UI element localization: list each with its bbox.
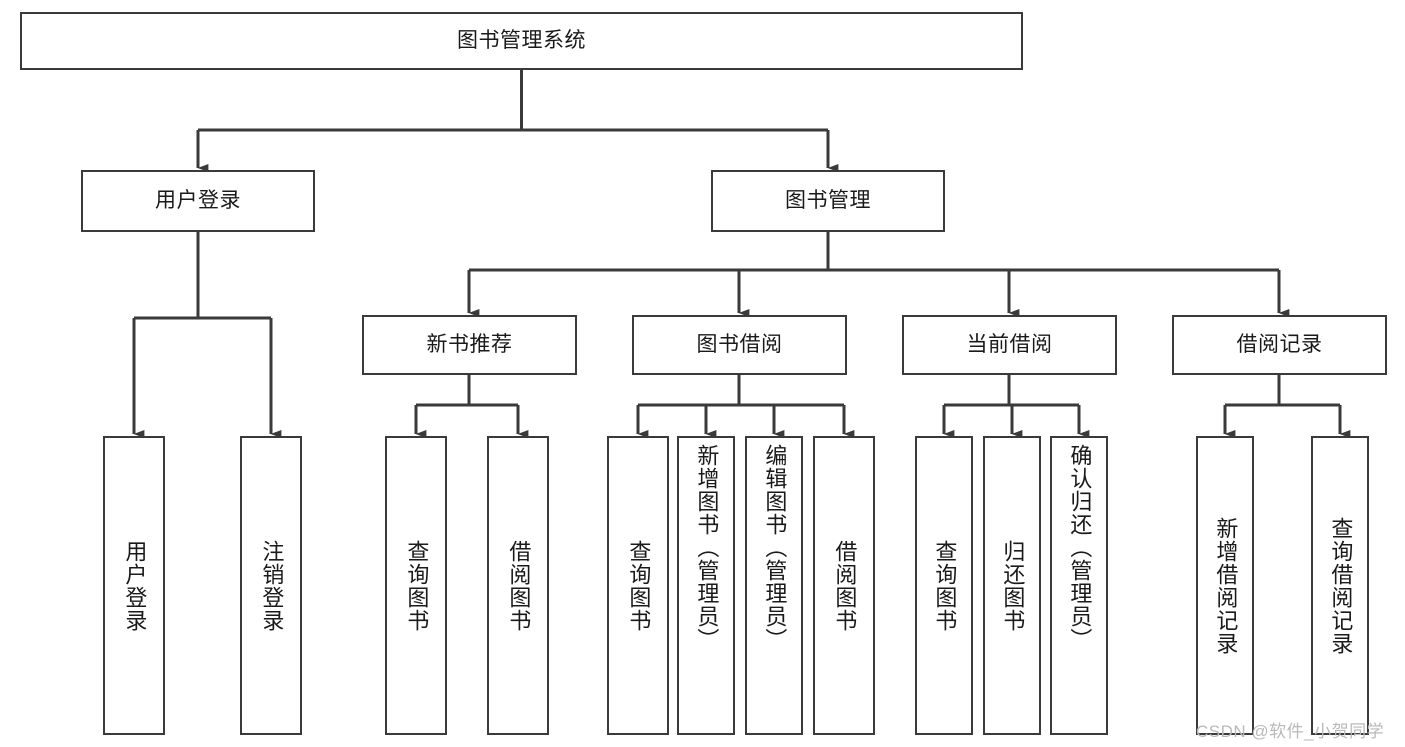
- node-book-borrow-label: 图书借阅: [696, 333, 783, 357]
- leaf-borrow-book-recommend-label: 借阅图书: [506, 539, 532, 632]
- leaf-query-book-recommend[interactable]: 查询图书: [385, 436, 447, 735]
- node-book-borrow[interactable]: 图书借阅: [632, 315, 847, 375]
- leaf-edit-book-admin-label: 编辑图书（管理员）: [762, 444, 788, 651]
- leaf-query-book-current[interactable]: 查询图书: [915, 436, 973, 735]
- leaf-add-book-admin[interactable]: 新增图书（管理员）: [677, 436, 735, 735]
- node-book-management[interactable]: 图书管理: [711, 170, 945, 232]
- leaf-edit-book-admin[interactable]: 编辑图书（管理员）: [745, 436, 803, 735]
- leaf-add-borrow-record[interactable]: 新增借阅记录: [1196, 436, 1254, 735]
- leaf-borrow-book-recommend[interactable]: 借阅图书: [487, 436, 549, 735]
- leaf-query-book-borrow[interactable]: 查询图书: [607, 436, 669, 735]
- node-current-borrow[interactable]: 当前借阅: [902, 315, 1117, 375]
- leaf-logout[interactable]: 注销登录: [240, 436, 302, 735]
- leaf-return-book[interactable]: 归还图书: [983, 436, 1041, 735]
- node-user-login-label: 用户登录: [155, 189, 241, 213]
- leaf-confirm-return-admin-label: 确认归还（管理员）: [1067, 444, 1093, 651]
- leaf-add-book-admin-label: 新增图书（管理员）: [694, 444, 720, 651]
- leaf-logout-label: 注销登录: [259, 539, 285, 632]
- leaf-user-login[interactable]: 用户登录: [103, 436, 165, 735]
- leaf-query-borrow-record[interactable]: 查询借阅记录: [1311, 436, 1369, 735]
- leaf-query-book-current-label: 查询图书: [932, 539, 958, 632]
- leaf-borrow-book-label: 借阅图书: [832, 539, 858, 632]
- leaf-return-book-label: 归还图书: [1000, 539, 1026, 632]
- leaf-query-borrow-record-label: 查询借阅记录: [1328, 516, 1354, 655]
- node-book-management-label: 图书管理: [785, 189, 871, 213]
- leaf-user-login-label: 用户登录: [122, 539, 148, 632]
- node-root[interactable]: 图书管理系统: [20, 12, 1023, 70]
- node-borrow-record[interactable]: 借阅记录: [1172, 315, 1387, 375]
- node-new-book-recommend[interactable]: 新书推荐: [362, 315, 577, 375]
- leaf-query-book-borrow-label: 查询图书: [626, 539, 652, 632]
- leaf-borrow-book[interactable]: 借阅图书: [813, 436, 875, 735]
- leaf-query-book-recommend-label: 查询图书: [404, 539, 430, 632]
- node-new-book-recommend-label: 新书推荐: [426, 333, 513, 357]
- node-user-login[interactable]: 用户登录: [81, 170, 315, 232]
- node-root-label: 图书管理系统: [457, 29, 586, 53]
- watermark: CSDN @软件_小贺同学: [1196, 722, 1385, 741]
- node-current-borrow-label: 当前借阅: [966, 333, 1053, 357]
- leaf-add-borrow-record-label: 新增借阅记录: [1213, 516, 1239, 655]
- leaf-confirm-return-admin[interactable]: 确认归还（管理员）: [1050, 436, 1108, 735]
- node-borrow-record-label: 借阅记录: [1236, 333, 1323, 357]
